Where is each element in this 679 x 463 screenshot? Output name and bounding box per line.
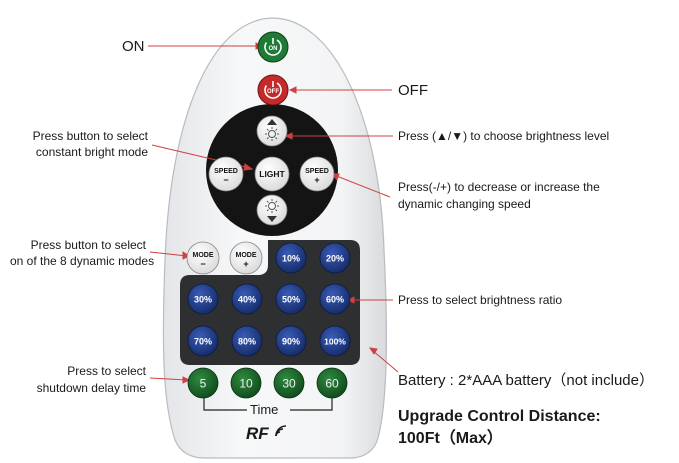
- mode-minus-button[interactable]: MODE −: [185, 240, 221, 276]
- speed-label-1: Press(-/+) to decrease or increase the: [398, 180, 600, 194]
- ratio-label: 20%: [326, 254, 344, 264]
- arrow-up-icon: [267, 119, 277, 125]
- ratio-label: 60%: [326, 295, 344, 305]
- ratio-button-80[interactable]: 80%: [230, 324, 264, 358]
- battery-label: Battery : 2*AAA battery（not include）: [398, 372, 654, 389]
- off-button-text: OFF: [267, 89, 279, 95]
- constant-mode-label-2: constant bright mode: [35, 145, 148, 159]
- light-button-text: LIGHT: [259, 169, 285, 179]
- ratio-button-50[interactable]: 50%: [274, 282, 308, 316]
- timer-button-5[interactable]: 5: [186, 366, 220, 400]
- light-button[interactable]: LIGHT: [253, 155, 291, 193]
- timer-label: 60: [325, 377, 339, 391]
- timer-button-30[interactable]: 30: [272, 366, 306, 400]
- rf-logo-text: RF: [246, 424, 269, 443]
- dynamic-mode-label-2: on of the 8 dynamic modes: [10, 254, 155, 268]
- ratio-button-40[interactable]: 40%: [230, 282, 264, 316]
- signal-icon: [275, 425, 287, 437]
- speed-minus-button[interactable]: SPEED −: [207, 155, 245, 193]
- ratio-button-100[interactable]: 100%: [318, 324, 352, 358]
- ratio-button-10[interactable]: 10%: [274, 241, 308, 275]
- brightness-level-label: Press (▲/▼) to choose brightness level: [398, 129, 610, 143]
- distance-label-2: 100Ft（Max）: [398, 430, 503, 447]
- timer-button-60[interactable]: 60: [315, 366, 349, 400]
- sun-icon: [265, 127, 279, 141]
- on-button[interactable]: ON: [256, 30, 290, 64]
- mode-minus-sign: −: [200, 259, 205, 269]
- ratio-button-20[interactable]: 20%: [318, 241, 352, 275]
- brightness-up-button[interactable]: [255, 114, 289, 148]
- ratio-button-90[interactable]: 90%: [274, 324, 308, 358]
- ratio-label: 90%: [282, 337, 300, 347]
- delay-label-1: Press to select: [67, 364, 146, 378]
- time-bracket: [203, 398, 333, 411]
- ratio-label: 10%: [282, 254, 300, 264]
- arrow-down-icon: [267, 216, 277, 222]
- timer-label: 5: [200, 377, 207, 391]
- ratio-panel: [180, 240, 360, 365]
- timer-label: 30: [282, 377, 296, 391]
- on-label: ON: [122, 38, 145, 55]
- speed-minus-label: SPEED: [214, 168, 238, 175]
- rf-logo: RF: [246, 424, 288, 444]
- ratio-label: 40%: [238, 295, 256, 305]
- ratio-label: 100%: [324, 337, 346, 347]
- speed-plus-button[interactable]: SPEED +: [298, 155, 336, 193]
- constant-mode-label-1: Press button to select: [32, 129, 148, 143]
- speed-plus-sign: +: [314, 175, 319, 185]
- speed-label-2: dynamic changing speed: [398, 197, 531, 211]
- mode-plus-label: MODE: [236, 252, 257, 259]
- off-button[interactable]: OFF: [256, 73, 290, 107]
- ratio-button-60[interactable]: 60%: [318, 282, 352, 316]
- off-label: OFF: [398, 82, 428, 99]
- ratio-label: 30%: [194, 295, 212, 305]
- ratio-label: 80%: [238, 337, 256, 347]
- ratio-button-70[interactable]: 70%: [186, 324, 220, 358]
- delay-label-2: shutdown delay time: [36, 381, 146, 395]
- brightness-ratio-label: Press to select brightness ratio: [398, 293, 563, 307]
- timer-label: 10: [239, 377, 253, 391]
- speed-plus-label: SPEED: [305, 168, 329, 175]
- speed-minus-sign: −: [223, 175, 228, 185]
- mode-minus-label: MODE: [193, 252, 214, 259]
- ratio-label: 70%: [194, 337, 212, 347]
- mode-plus-sign: +: [243, 259, 248, 269]
- mode-plus-button[interactable]: MODE +: [228, 240, 264, 276]
- dynamic-mode-label-1: Press button to select: [30, 238, 146, 252]
- ratio-button-30[interactable]: 30%: [186, 282, 220, 316]
- brightness-down-button[interactable]: [255, 193, 289, 227]
- on-button-text: ON: [269, 46, 278, 52]
- time-label: Time: [250, 402, 279, 417]
- timer-button-10[interactable]: 10: [229, 366, 263, 400]
- distance-label-1: Upgrade Control Distance:: [398, 408, 601, 425]
- sun-icon: [265, 199, 279, 213]
- ratio-label: 50%: [282, 295, 300, 305]
